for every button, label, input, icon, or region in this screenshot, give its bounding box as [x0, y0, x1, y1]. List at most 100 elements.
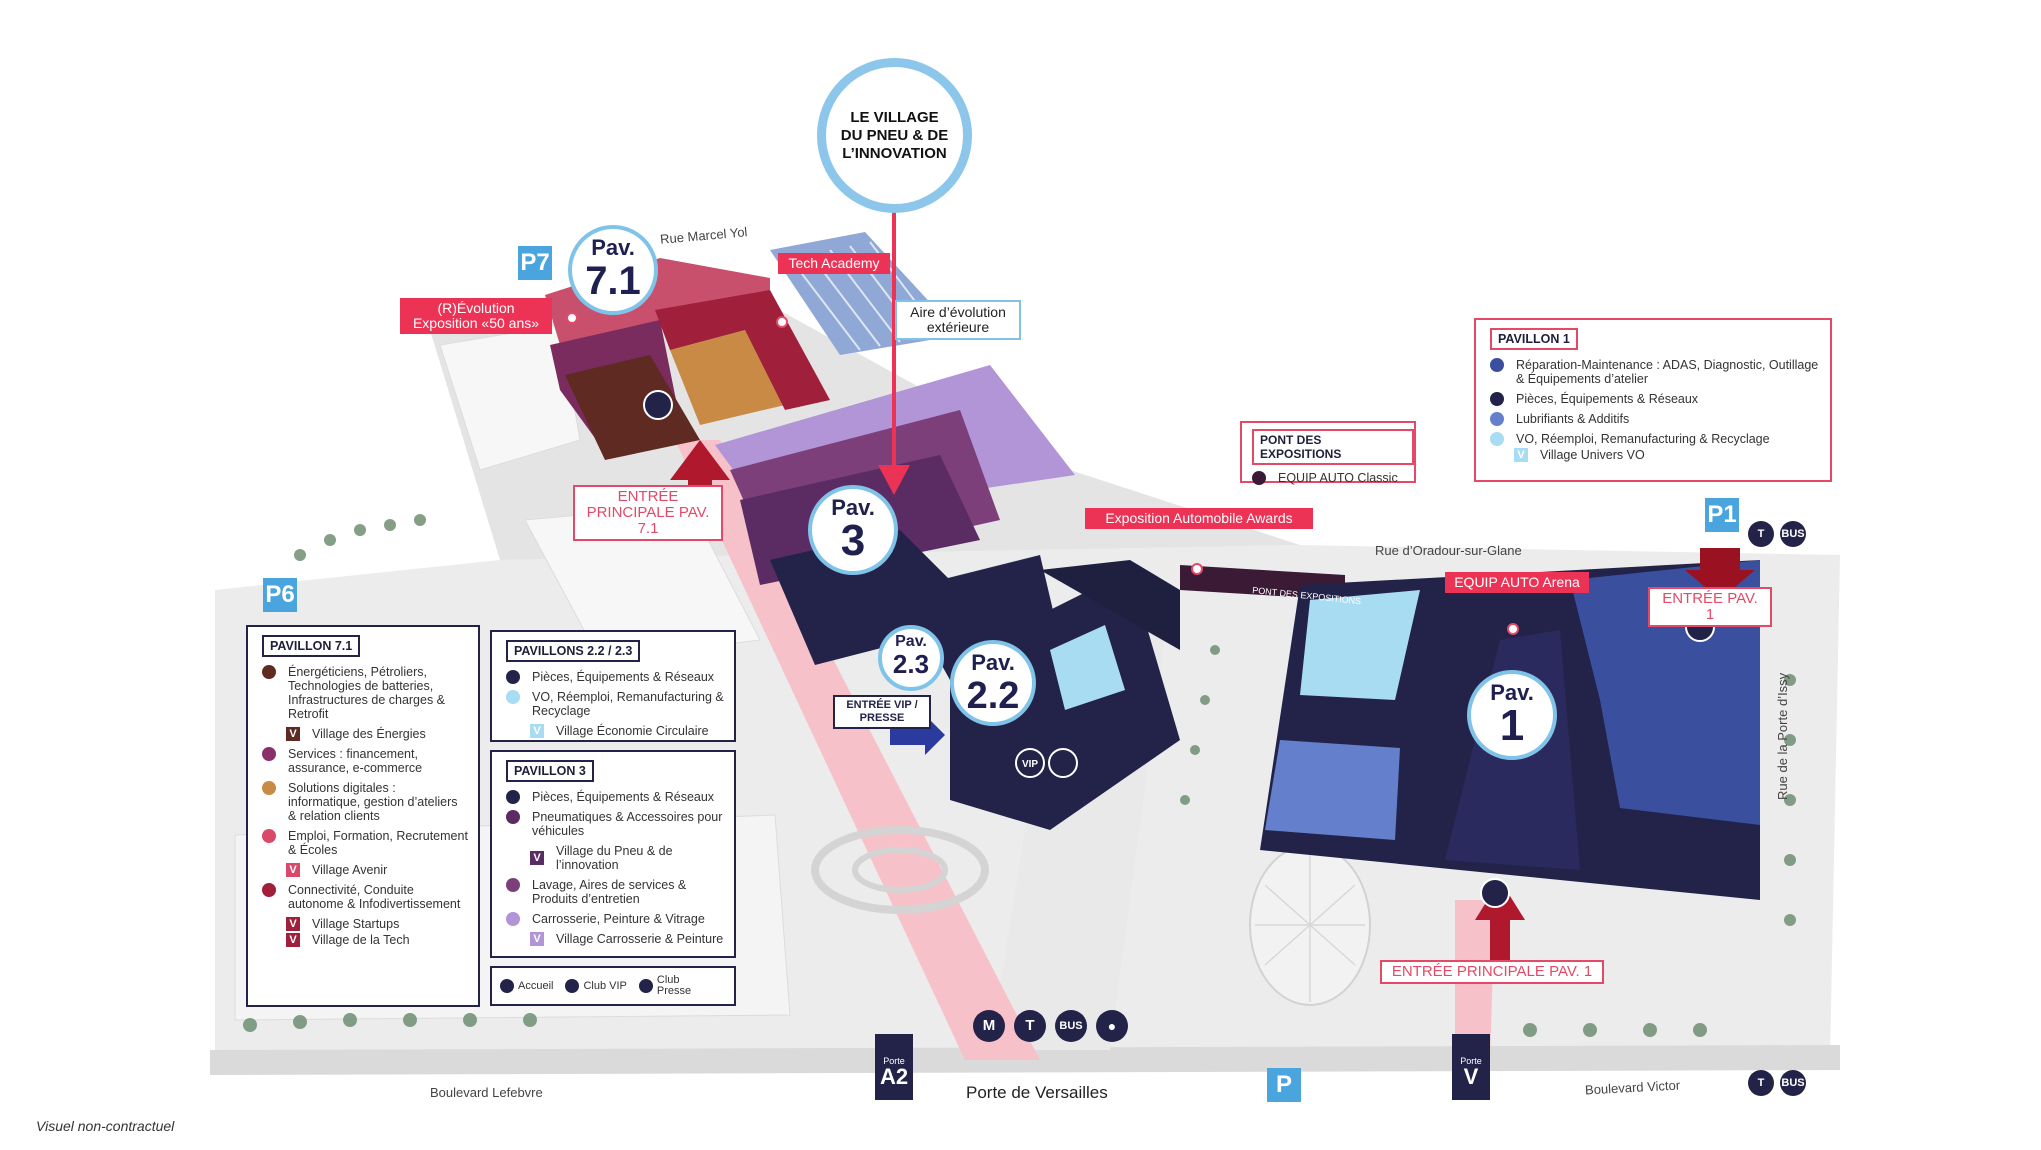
legend-text: EQUIP AUTO Classic	[1278, 471, 1398, 485]
legend-icon-presse: Club Presse	[656, 974, 692, 997]
pav3-badge-top: Pav.	[831, 495, 875, 520]
parking-p7[interactable]: P7	[518, 246, 552, 280]
legend-text: Solutions digitales : informatique, gest…	[288, 781, 458, 823]
village-bubble: LE VILLAGE DU PNEU & DE L’INNOVATION	[817, 58, 972, 213]
arena-pin	[1507, 623, 1519, 635]
pav71-badge-top: Pav.	[591, 235, 635, 260]
legend-text: Pièces, Équipements & Réseaux	[1516, 392, 1699, 406]
entree-vip-tag: ENTRÉE VIP / PRESSE	[833, 695, 931, 729]
pav1-badge-top: Pav.	[1490, 680, 1534, 705]
parking-p6[interactable]: P6	[263, 578, 297, 612]
street-porte-issy: Rue de la Porte d’Issy	[1775, 672, 1790, 800]
legend-text: Énergéticiens, Pétroliers, Technologies …	[288, 665, 446, 721]
door-v[interactable]: Porte V	[1452, 1034, 1490, 1100]
village-pointer-arrow	[878, 465, 910, 495]
village-bubble-line3: L’INNOVATION	[842, 144, 947, 162]
pav22-back	[1040, 560, 1180, 650]
legend-text: Lavage, Aires de services & Produits d’e…	[532, 878, 687, 906]
evolution-pin	[566, 312, 578, 324]
plaza-ring	[811, 826, 989, 914]
legend-text: Emploi, Formation, Recrutement & Écoles	[288, 829, 468, 857]
legend-dot	[506, 912, 520, 926]
legend-dot	[1252, 471, 1266, 485]
entree-pav1-arrow	[1685, 548, 1755, 600]
pav1-badge-num: 1	[1499, 701, 1525, 750]
legend-dot	[1490, 412, 1504, 426]
aire-tag: Aire d’évolution extérieure	[895, 300, 1021, 340]
entree-principale-pav1-tag: ENTRÉE PRINCIPALE PAV. 1	[1380, 960, 1604, 984]
legend-dot	[262, 747, 276, 761]
legend-pont-item: EQUIP AUTO Classic	[1252, 471, 1404, 485]
legend-text: VO, Réemploi, Remanufacturing & Recyclag…	[532, 690, 724, 718]
legend-pav22-item: VO, Réemploi, Remanufacturing & Recyclag…	[506, 690, 724, 718]
legend-text: VO, Réemploi, Remanufacturing & Recyclag…	[1516, 432, 1770, 446]
legend-pont: PONT DES EXPOSITIONS EQUIP AUTO Classic	[1240, 421, 1416, 485]
entree-pav1-tag: ENTRÉE PAV. 1	[1648, 587, 1772, 627]
bus-icon-victor: BUS	[1780, 1070, 1806, 1096]
legend-text: Pièces, Équipements & Réseaux	[532, 670, 715, 684]
legend-dot	[262, 883, 276, 897]
legend-village: V Village Économie Circulaire	[530, 724, 724, 738]
pav3-badge[interactable]: Pav. 3	[808, 485, 898, 575]
caption: Visuel non-contractuel	[36, 1118, 175, 1134]
trees	[243, 514, 1796, 1037]
pav71-badge-num: 7.1	[585, 259, 641, 303]
club-vip-icon	[565, 979, 580, 993]
legend-pav71-item: Services : financement, assurance, e-com…	[262, 747, 468, 775]
legend-pav71-item: Emploi, Formation, Recrutement & Écoles	[262, 829, 468, 857]
pav1-vo	[1300, 590, 1420, 700]
pav1-badge[interactable]: Pav. 1	[1467, 670, 1557, 760]
legend-pav71: PAVILLON 7.1 Énergéticiens, Pétroliers, …	[246, 625, 480, 1007]
evolution-tag: (R)Évolution Exposition «50 ans»	[400, 298, 552, 334]
legend-icons: Accueil Club VIP Club Presse	[490, 966, 736, 1006]
pav71-brown	[565, 355, 700, 460]
street-oradour: Rue d’Oradour-sur-Glane	[1375, 543, 1522, 558]
legend-village-text: Village Avenir	[312, 863, 388, 877]
legend-dot	[1490, 358, 1504, 372]
presse-icon	[1048, 748, 1078, 778]
legend-pav1-item: VO, Réemploi, Remanufacturing & Recyclag…	[1490, 432, 1820, 446]
door-a2[interactable]: Porte A2	[875, 1034, 913, 1100]
legend-dot	[1490, 432, 1504, 446]
parking-p1[interactable]: P1	[1705, 498, 1739, 532]
pav23-badge-top: Pav.	[895, 633, 927, 650]
village-bubble-line1: LE VILLAGE	[850, 108, 939, 126]
legend-pav22: PAVILLONS 2.2 / 2.3 Pièces, Équipements …	[490, 630, 736, 742]
legend-dot	[262, 781, 276, 795]
legend-village-text: Village Univers VO	[1540, 448, 1645, 462]
pav1-lubrifiants	[1265, 740, 1400, 840]
pav71-badge[interactable]: Pav. 7.1	[568, 225, 658, 315]
parking-p[interactable]: P	[1267, 1068, 1301, 1102]
bus-icon-pav1: BUS	[1780, 521, 1806, 547]
plaza-ring-inner	[852, 847, 948, 893]
legend-dot	[262, 665, 276, 679]
expo-awards-tag: Exposition Automobile Awards	[1085, 508, 1313, 529]
vip-icon-label: VIP	[1022, 759, 1038, 770]
village-mark-icon: V	[1514, 448, 1528, 462]
legend-text: Lubrifiants & Additifs	[1516, 412, 1630, 426]
legend-village: V Village Univers VO	[1514, 448, 1820, 462]
accueil-icon-main	[1480, 878, 1510, 908]
legend-dot	[506, 670, 520, 684]
legend-village-text: Village Startups	[312, 917, 400, 931]
legend-village-text: Village Carrosserie & Peinture	[556, 932, 724, 946]
club-presse-icon	[638, 979, 653, 993]
legend-village-text: Village des Énergies	[312, 727, 426, 741]
pav71-orange	[670, 330, 785, 425]
taxi-icon: ●	[1096, 1010, 1128, 1042]
pav22-badge[interactable]: Pav. 2.2	[950, 640, 1036, 726]
legend-text: Pièces, Équipements & Réseaux	[532, 790, 715, 804]
pav23-badge[interactable]: Pav. 2.3	[878, 625, 944, 691]
legend-pav3-item: Carrosserie, Peinture & Vitrage	[506, 912, 724, 926]
legend-pav22-title: PAVILLONS 2.2 / 2.3	[506, 640, 641, 662]
legend-text: Pneumatiques & Accessoires pour véhicule…	[532, 810, 723, 838]
legend-pav1-title: PAVILLON 1	[1490, 328, 1578, 350]
legend-dot	[506, 878, 520, 892]
legend-village-text: Village du Pneu & de l’innovation	[556, 844, 673, 872]
tech-academy-tag: Tech Academy	[778, 253, 890, 274]
village-mark-icon: V	[530, 724, 544, 738]
legend-village-text: Village Économie Circulaire	[556, 724, 709, 738]
